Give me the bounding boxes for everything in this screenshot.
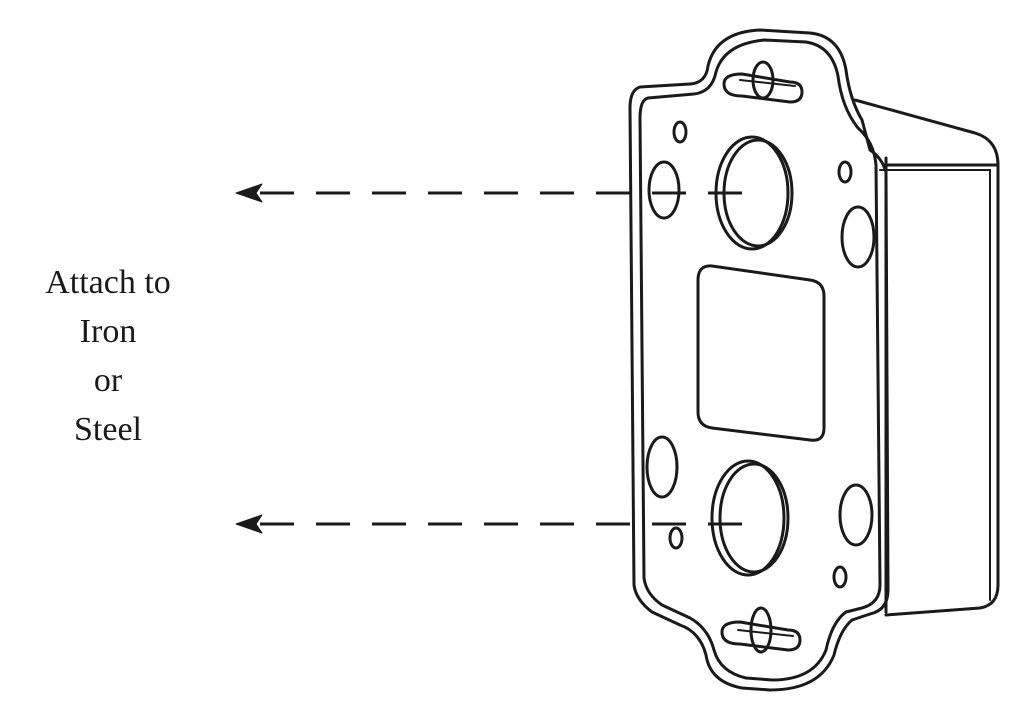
lower-arrow (235, 514, 742, 534)
mount-plate-back-outline (628, 28, 890, 692)
label-line-4: Steel (74, 411, 142, 448)
label-line-3: or (93, 362, 123, 399)
attach-instruction-label: Attach to Iron or Steel (18, 258, 198, 454)
small-holes (668, 120, 853, 589)
mount-plate-front (638, 38, 882, 682)
bottom-keyhole-slot-icon (720, 606, 802, 654)
lower-magnet-icon (710, 459, 790, 577)
center-rectangular-cutout (696, 264, 826, 442)
upper-arrow (235, 183, 742, 203)
mounting-holes (645, 160, 876, 547)
label-line-2: Iron (79, 313, 137, 350)
label-line-1: Attach to (45, 264, 171, 301)
top-keyhole-slot-icon (722, 60, 804, 104)
